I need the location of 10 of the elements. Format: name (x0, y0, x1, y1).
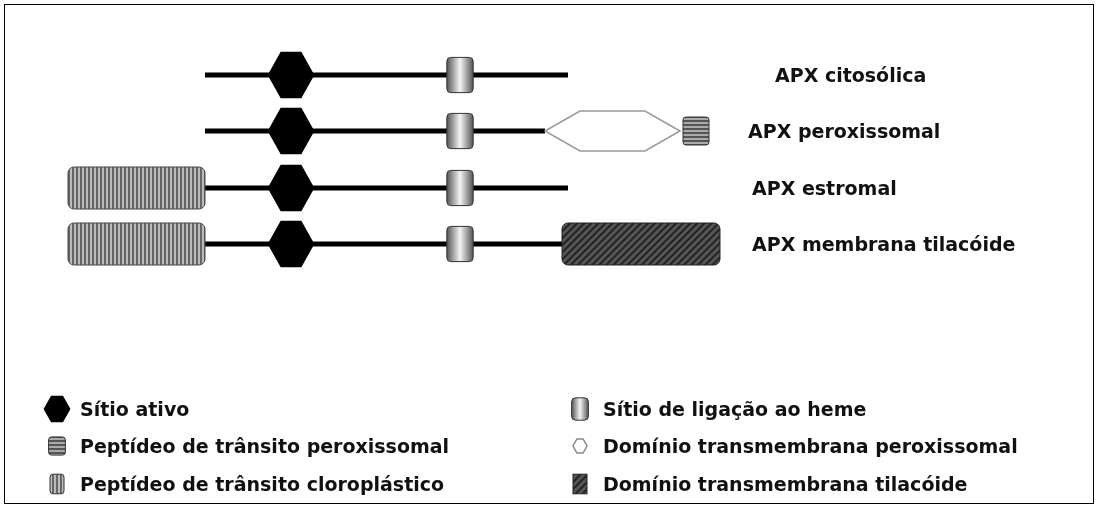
legend-label: Peptídeo de trânsito cloroplástico (80, 473, 445, 495)
legend-label: Domínio transmembrana tilacóide (603, 473, 968, 495)
legend-label: Peptídeo de trânsito peroxissomal (80, 435, 450, 457)
protein-label: APX estromal (752, 177, 897, 199)
protein-label: APX peroxissomal (748, 120, 941, 142)
legend-label: Sítio ativo (80, 398, 190, 420)
legend-label: Sítio de ligação ao heme (603, 398, 867, 420)
protein-label: APX citosólica (775, 64, 927, 86)
legend-label: Domínio transmembrana peroxissomal (603, 435, 1018, 457)
protein-label: APX membrana tilacóide (752, 233, 1016, 255)
